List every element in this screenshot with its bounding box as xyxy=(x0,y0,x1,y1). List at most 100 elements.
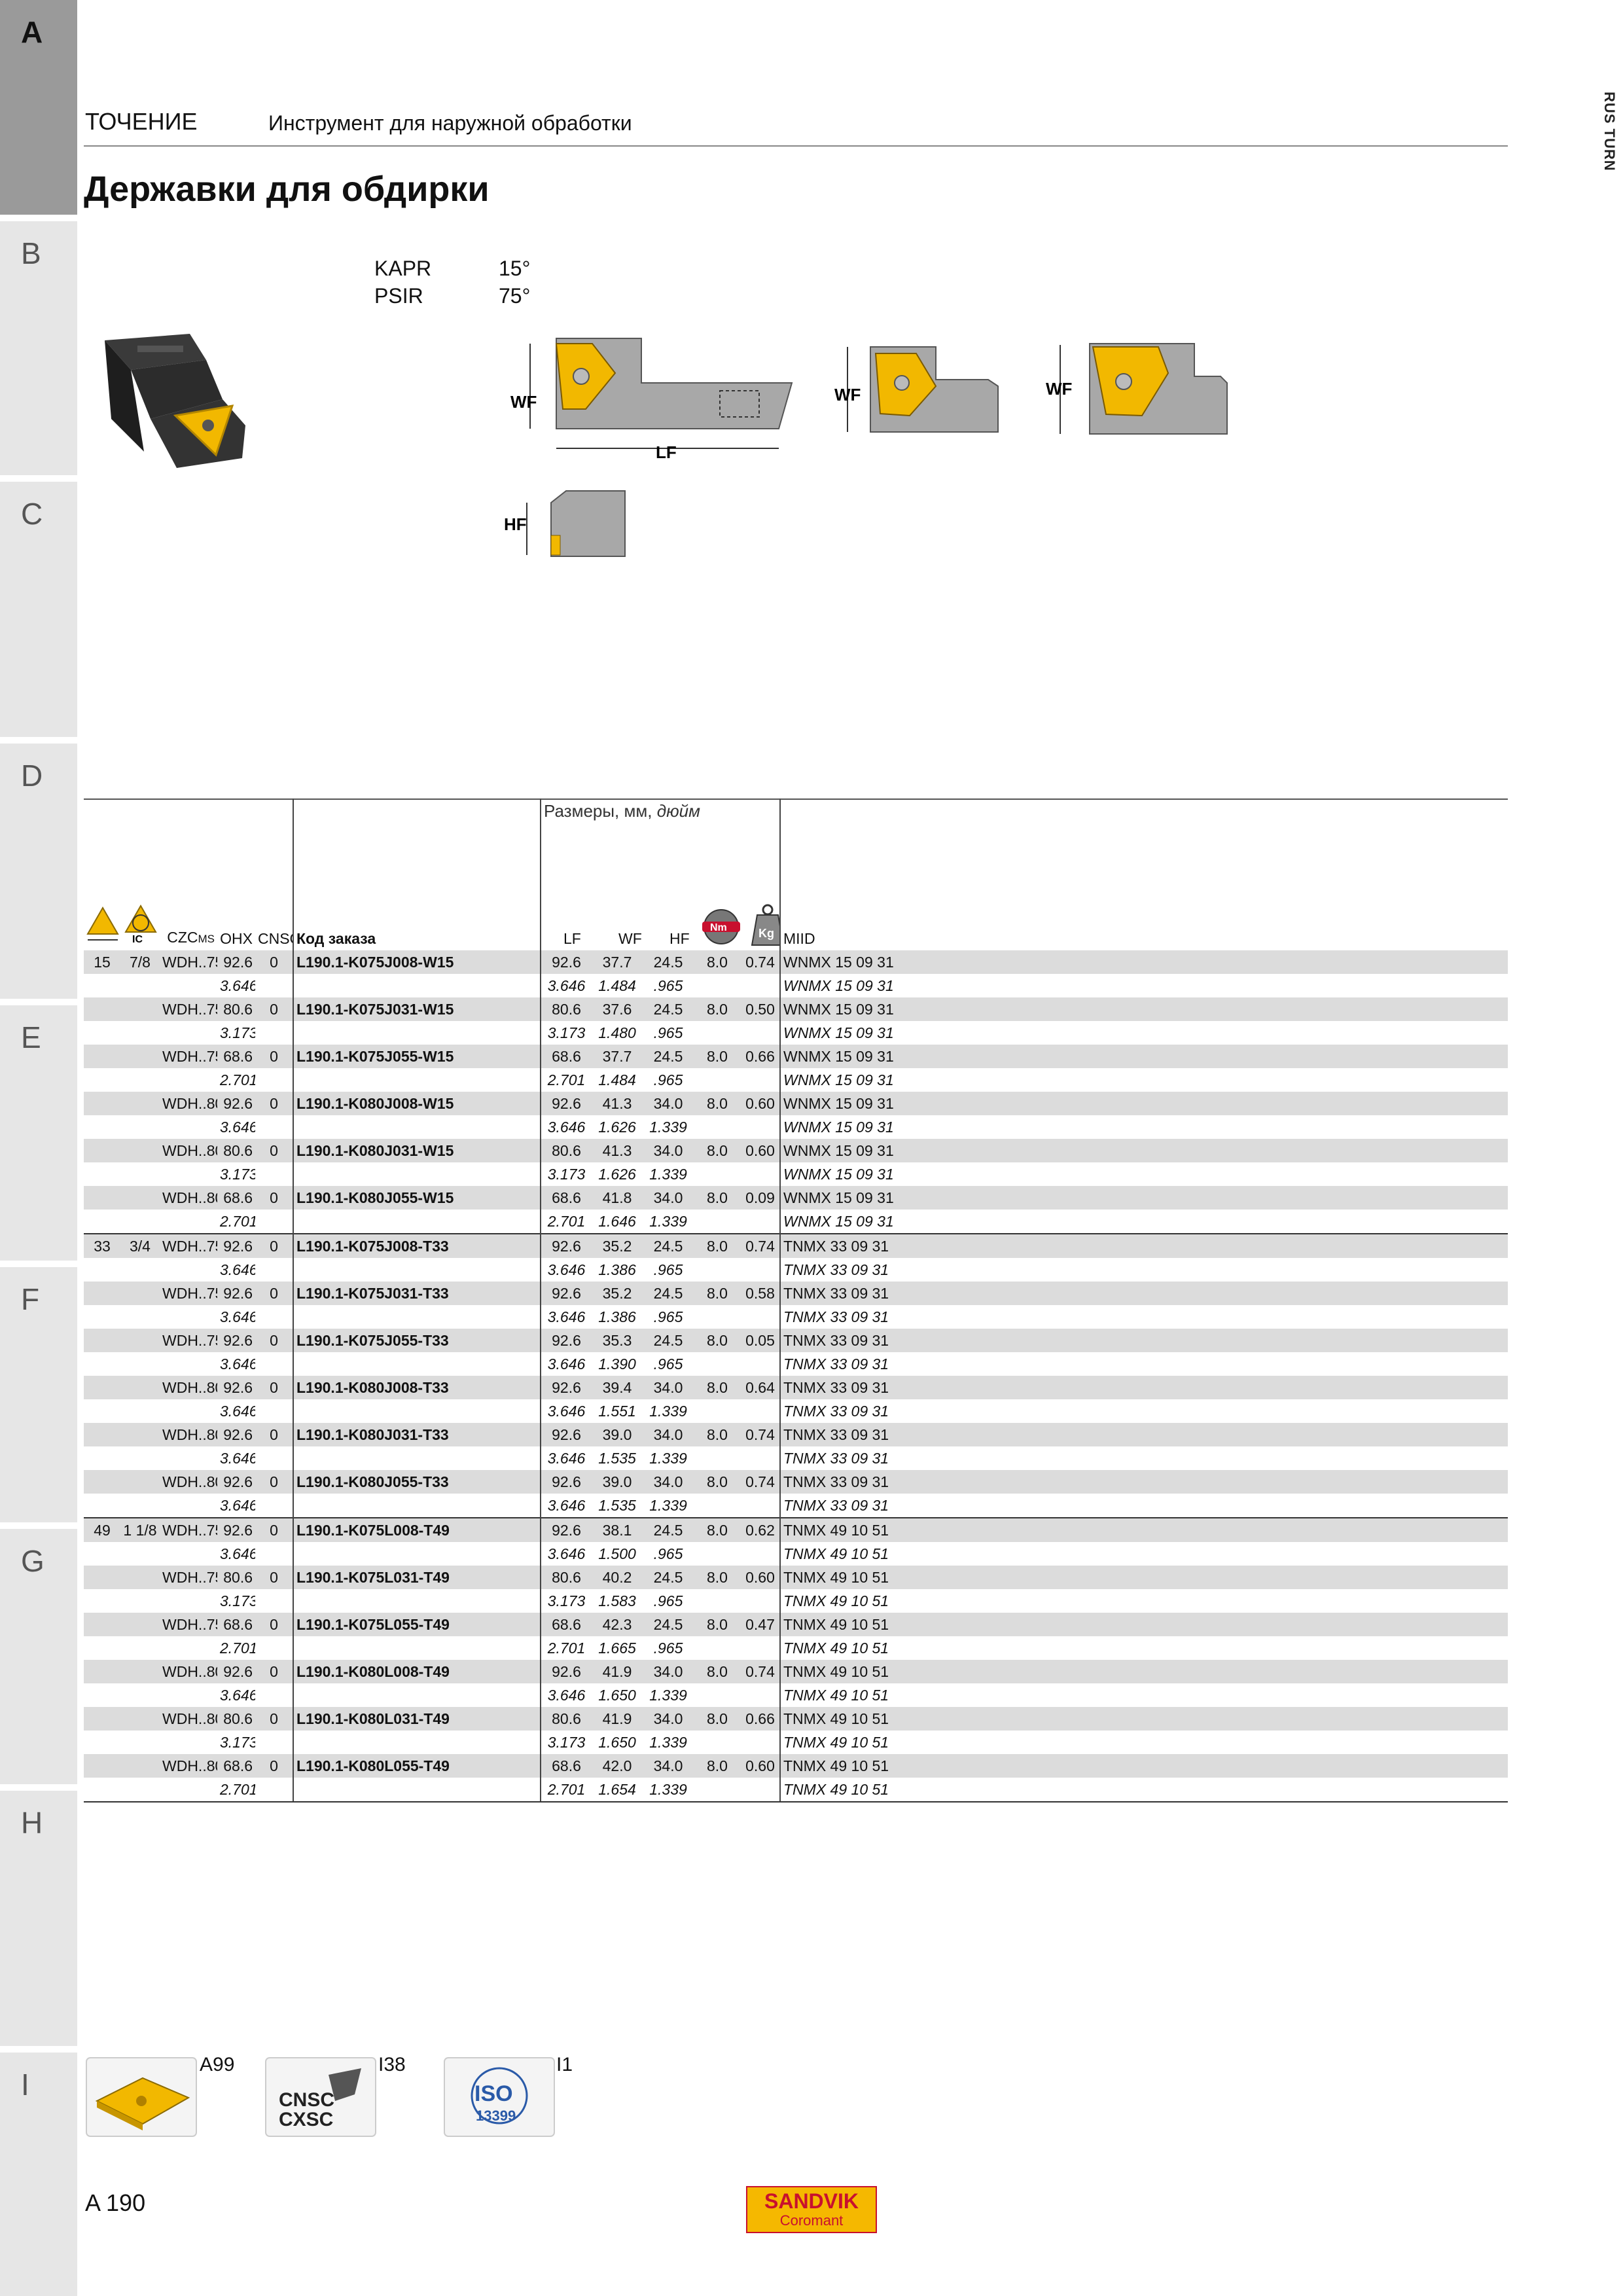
ref-i38-box[interactable]: CNSC CXSC xyxy=(263,2055,381,2140)
table-row[interactable]: WDH..80/9592.60L190.1-K080J031-T3392.639… xyxy=(84,1423,1508,1446)
miid-inch-cell: WNMX 15 09 31 xyxy=(783,1212,894,1230)
ohx-inch-cell: 3.646 xyxy=(220,1308,255,1325)
insert-size-cell: 33 xyxy=(84,1233,120,1258)
lf-cell: 80.6 xyxy=(541,1139,592,1162)
lf-cell: 92.6 xyxy=(541,1423,592,1446)
tab-d[interactable]: D xyxy=(0,744,77,999)
miid-inch-cell: TNMX 33 09 31 xyxy=(783,1261,889,1278)
triangle-insert-icon xyxy=(86,906,119,941)
wf-inch-cell: 1.650 xyxy=(598,1733,636,1751)
wf-inch-cell: 1.535 xyxy=(598,1496,636,1514)
table-row[interactable]: WDH..80/9592.60L190.1-K080J055-T3392.639… xyxy=(84,1470,1508,1494)
ref-a99-box[interactable] xyxy=(84,2055,202,2140)
empty-cell xyxy=(255,1021,294,1045)
empty-cell xyxy=(160,1542,217,1566)
empty-cell xyxy=(84,1092,120,1115)
tab-h[interactable]: H xyxy=(0,1791,77,2046)
tab-e[interactable]: E xyxy=(0,1005,77,1261)
ref-i1-box[interactable]: ISO 13399 xyxy=(442,2055,560,2140)
empty-cell xyxy=(255,1305,294,1329)
ohx-inch-cell: 2.701 xyxy=(220,1212,255,1230)
miid-cell: TNMX 49 10 51 xyxy=(780,1707,1508,1731)
ohx-inch-cell: 3.646 xyxy=(220,977,255,994)
empty-cell xyxy=(255,1068,294,1092)
empty-cell xyxy=(160,1778,217,1803)
wf-label: WF xyxy=(510,392,537,412)
order-code-cell: L190.1-K075J055-W15 xyxy=(293,1045,541,1068)
ohx-cell: 92.6 xyxy=(217,1470,255,1494)
table-row[interactable]: WDH..80/9568.60L190.1-K080J055-W1568.641… xyxy=(84,1186,1508,1210)
empty-cell xyxy=(120,1566,160,1589)
tab-label: G xyxy=(21,1544,45,1578)
czc-cell: WDH..75 xyxy=(160,1613,217,1636)
ref-i38-code: I38 xyxy=(378,2054,406,2075)
top-view-diagram-1: WF LF xyxy=(510,338,793,461)
table-row[interactable]: WDH..80/9592.60L190.1-K080J008-T3392.639… xyxy=(84,1376,1508,1399)
cnsc-cell: 0 xyxy=(255,1282,294,1305)
header-divider xyxy=(84,145,1508,147)
ic-insert-icon: IC xyxy=(124,904,157,945)
ohx-cell: 68.6 xyxy=(217,1045,255,1068)
empty-cell xyxy=(293,1731,541,1754)
weight-cell: 0.58 xyxy=(741,1282,781,1305)
order-code-cell: L190.1-K075L008-T49 xyxy=(293,1517,541,1542)
ohx-inch-cell: 3.173 xyxy=(220,1165,255,1183)
czc-cell: WDH..75 xyxy=(160,1045,217,1068)
table-header-row: IC CZCMS OHX CNSC Код заказа Размеры, мм… xyxy=(84,798,1508,950)
ohx-cell: 92.6 xyxy=(217,1092,255,1115)
top-view-diagram-3: WF xyxy=(1046,343,1228,435)
czc-sub-label: MS xyxy=(198,933,215,945)
miid-cell: TNMX 33 09 31 xyxy=(780,1329,1508,1352)
czc-cell: WDH..80/95 xyxy=(160,1423,217,1446)
hf-inch-cell: .965 xyxy=(653,1071,683,1088)
lf-inch-cell: 3.173 xyxy=(547,1733,586,1751)
empty-cell xyxy=(741,1021,781,1045)
tab-g[interactable]: G xyxy=(0,1529,77,1784)
tab-c[interactable]: C xyxy=(0,482,77,737)
czc-cell: WDH..80/95 xyxy=(160,1754,217,1778)
wf-cell: 38.1 xyxy=(592,1517,643,1542)
table-row[interactable]: WDH..80/9592.60L190.1-K080L008-T4992.641… xyxy=(84,1660,1508,1683)
empty-cell xyxy=(84,1494,120,1518)
table-row[interactable]: WDH..80/9580.60L190.1-K080L031-T4980.641… xyxy=(84,1707,1508,1731)
empty-cell xyxy=(120,1707,160,1731)
tab-a[interactable]: A xyxy=(0,0,77,215)
tab-i[interactable]: I xyxy=(0,2053,77,2296)
table-row[interactable]: WDH..80/9592.60L190.1-K080J008-W1592.641… xyxy=(84,1092,1508,1115)
miid-inch-cell: TNMX 49 10 51 xyxy=(783,1686,889,1704)
empty-cell xyxy=(255,1352,294,1376)
empty-cell xyxy=(694,1021,741,1045)
ic-cell: 3/4 xyxy=(120,1233,160,1258)
tab-b[interactable]: B xyxy=(0,221,77,475)
lf-cell: 92.6 xyxy=(541,1282,592,1305)
empty-cell xyxy=(120,1282,160,1305)
lf-inch-cell: 3.646 xyxy=(547,1118,586,1136)
empty-cell xyxy=(84,1589,120,1613)
hf-inch-cell: .965 xyxy=(653,1024,683,1041)
empty-cell xyxy=(84,1045,120,1068)
lf-cell: 92.6 xyxy=(541,1376,592,1399)
empty-cell xyxy=(741,1352,781,1376)
tab-f[interactable]: F xyxy=(0,1267,77,1522)
torque-cell: 8.0 xyxy=(694,1233,741,1258)
weight-cell: 0.05 xyxy=(741,1329,781,1352)
ohx-inch-cell: 3.646 xyxy=(220,1118,255,1136)
torque-cell: 8.0 xyxy=(694,1517,741,1542)
miid-cell: TNMX 33 09 31 xyxy=(780,1282,1508,1305)
table-row[interactable]: WDH..80/9568.60L190.1-K080L055-T4968.642… xyxy=(84,1754,1508,1778)
table-row[interactable]: WDH..80/9580.60L190.1-K080J031-W1580.641… xyxy=(84,1139,1508,1162)
czc-cell: WDH..80/95 xyxy=(160,1707,217,1731)
